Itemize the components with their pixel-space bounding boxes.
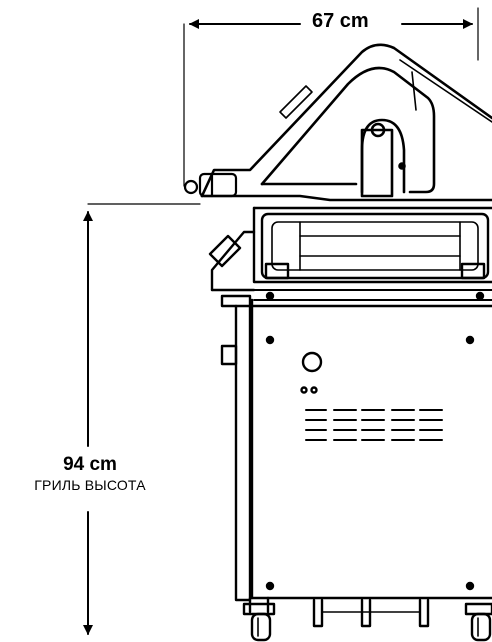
width-dimension-lines bbox=[183, 7, 479, 187]
cook-box bbox=[252, 206, 492, 301]
height-dimension-caption: ГРИЛЬ ВЫСОТА bbox=[34, 477, 146, 493]
height-dimension-label-block: 94 cm ГРИЛЬ ВЫСОТА bbox=[4, 454, 176, 494]
lid-handle-knob bbox=[183, 172, 238, 198]
width-dimension-label: 67 cm bbox=[306, 10, 375, 33]
cabinet bbox=[220, 298, 492, 602]
side-control-knob bbox=[208, 230, 256, 308]
legs-and-casters bbox=[242, 596, 492, 642]
height-dimension-lines bbox=[83, 203, 201, 635]
vent-slots bbox=[305, 409, 443, 441]
height-dimension-value: 94 cm bbox=[63, 454, 117, 475]
grill-lid bbox=[200, 43, 492, 202]
